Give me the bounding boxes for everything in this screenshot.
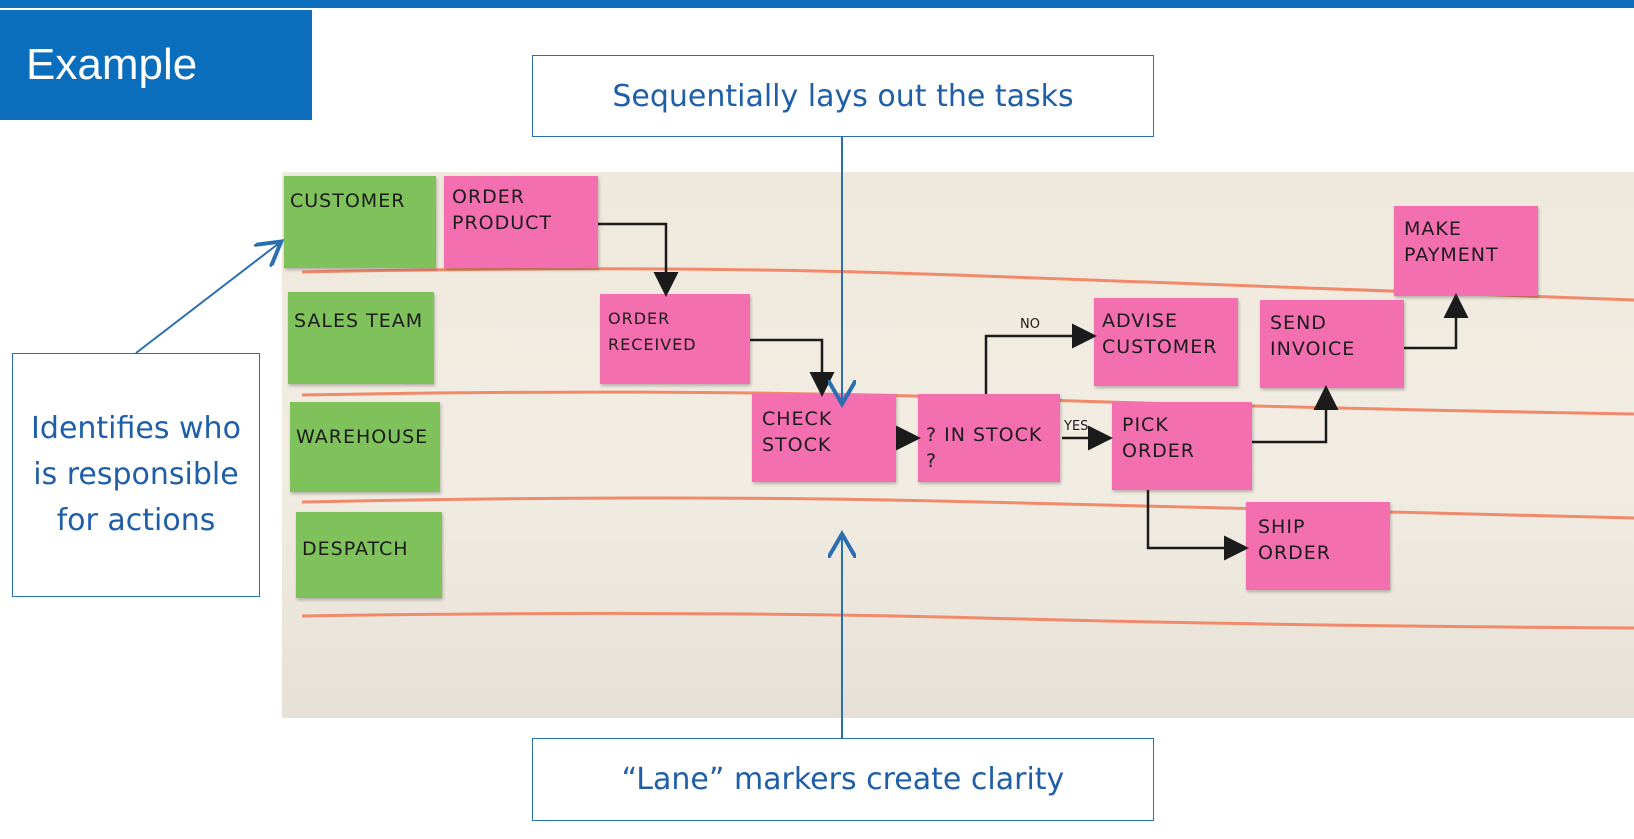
- arrow-order-product-to-received: [598, 222, 679, 297]
- lane-label-customer: CUSTOMER: [284, 176, 436, 268]
- task-pick-order: PICK ORDER: [1112, 402, 1252, 490]
- task-ship-order: SHIP ORDER: [1246, 502, 1390, 590]
- task-make-payment: MAKE PAYMENT: [1394, 206, 1538, 296]
- task-send-invoice: SEND INVOICE: [1260, 300, 1404, 388]
- task-advise-customer: ADVISE CUSTOMER: [1094, 298, 1238, 386]
- task-order-received: ORDER RECEIVED: [600, 294, 750, 384]
- task-check-stock: CHECK STOCK: [752, 394, 896, 482]
- lane-line-3: [301, 496, 1634, 520]
- callout-sequential: Sequentially lays out the tasks: [532, 55, 1154, 137]
- lane-line-4: [301, 611, 1634, 630]
- arrow-invoice-to-payment: [1404, 293, 1469, 350]
- lane-label-warehouse: WAREHOUSE: [290, 402, 440, 492]
- lane-label-despatch: DESPATCH: [296, 512, 442, 598]
- task-in-stock: ? IN STOCK ?: [918, 394, 1060, 482]
- pointer-left: [135, 244, 278, 354]
- task-order-product: ORDER PRODUCT: [444, 176, 598, 268]
- callout-lane-markers: “Lane” markers create clarity: [532, 738, 1154, 821]
- flow-arrows: NO YES: [598, 222, 1469, 561]
- edge-label-yes: YES: [1063, 419, 1088, 434]
- whiteboard-photo: CUSTOMER SALES TEAM WAREHOUSE DESPATCH O…: [282, 172, 1634, 718]
- edge-label-no: NO: [1020, 317, 1040, 332]
- slide-title: Example: [0, 10, 312, 120]
- arrow-received-to-check-stock: [750, 338, 835, 397]
- lane-label-sales-team: SALES TEAM: [288, 292, 434, 384]
- top-rule: [0, 0, 1634, 8]
- arrow-pick-to-send-invoice: [1252, 385, 1339, 444]
- arrow-pick-to-ship: [1146, 490, 1249, 561]
- arrow-in-stock-to-advise: [984, 323, 1097, 394]
- callout-responsible: Identifies who is responsible for action…: [12, 353, 260, 597]
